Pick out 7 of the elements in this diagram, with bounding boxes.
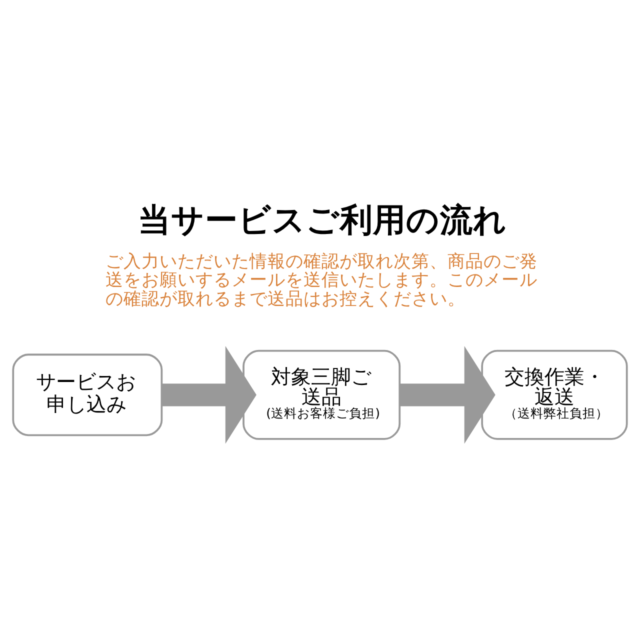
node-box: 対象三脚ご送品 (送料お客様ご負担) — [242, 350, 401, 440]
node-box: 交換作業・返送 （送料弊社負担） — [481, 350, 628, 440]
label: ご入力いただいた情報の確認が取れ次第、商品のご発送をお願いするメールを送信いたします。このメールの確認が取れるまで送品はお控えください。 — [106, 252, 538, 310]
arrow — [400, 346, 496, 444]
diagram-title: 当サービスご利用の流れ — [138, 200, 508, 239]
node-box: サービスお申し込み — [12, 354, 163, 436]
arrow — [162, 346, 256, 444]
